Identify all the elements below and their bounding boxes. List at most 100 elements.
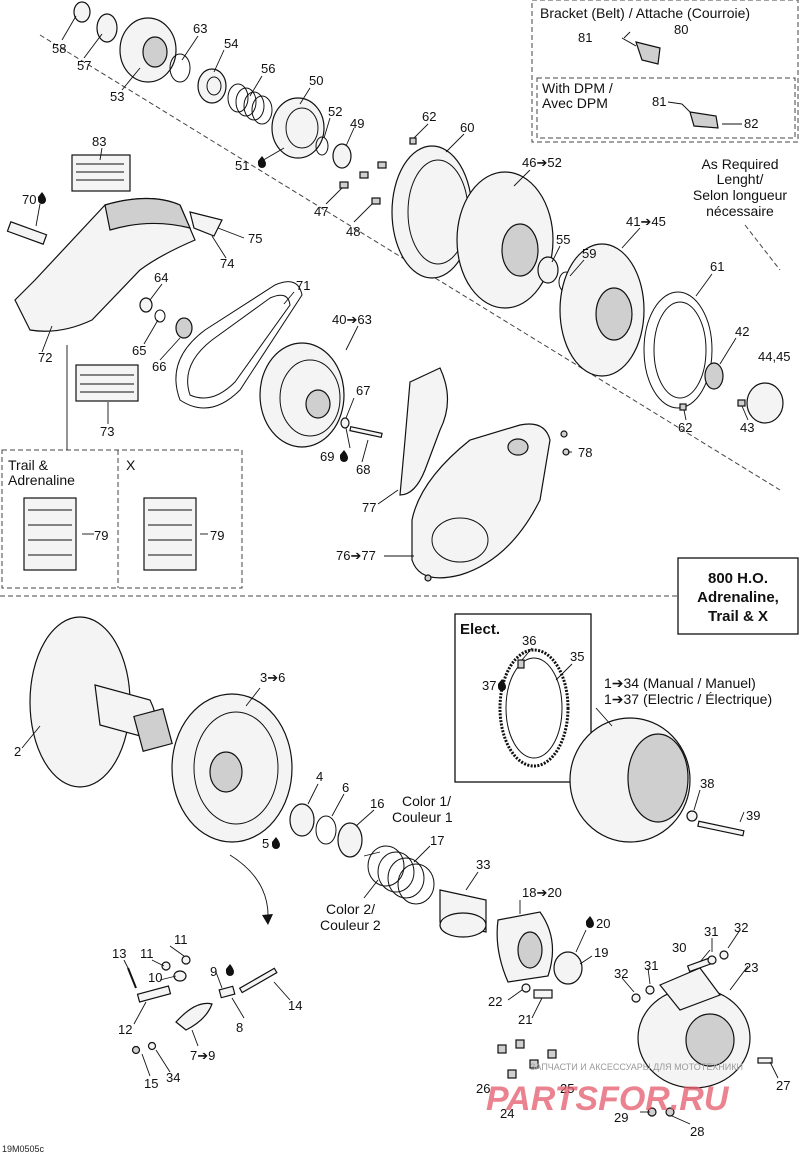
drop-icon: [38, 192, 46, 204]
washer-55: [537, 256, 559, 284]
as-required-3: Selon longueur: [693, 187, 788, 203]
lever-7-9: [175, 1002, 213, 1031]
screw-62b: [679, 403, 687, 411]
nut-31a: [707, 955, 717, 965]
callout-48: 48: [346, 224, 360, 239]
governor-parts: [127, 854, 278, 1055]
callout-20: 20: [596, 916, 610, 931]
callout-47: 47: [314, 204, 328, 219]
pulley-40-ring: [279, 359, 341, 437]
bracket-74: [189, 211, 223, 237]
curve-arrow-head: [262, 914, 273, 925]
washer-38: [686, 810, 698, 822]
decal-73: [75, 364, 139, 402]
callout-19: 19: [594, 945, 608, 960]
as-required-4: nécessaire: [706, 203, 774, 219]
bushing-54-inner: [206, 76, 222, 96]
ring-gear-35-inner: [505, 657, 563, 759]
callout-27: 27: [776, 1078, 790, 1093]
decal-79-trail: [23, 497, 77, 571]
arm-23: [659, 967, 721, 1011]
callout-62: 62: [422, 109, 436, 124]
callout-3-6: 3➔6: [260, 670, 285, 685]
spring-56: [227, 83, 273, 125]
callout-11a: 11: [140, 946, 154, 961]
callout-4: 4: [316, 769, 323, 784]
callout-59: 59: [582, 246, 596, 261]
washer-65: [154, 309, 166, 323]
color1-caption-2: Couleur 1: [392, 809, 453, 825]
callout-15: 15: [144, 1076, 158, 1091]
callout-65: 65: [132, 343, 146, 358]
callout-72: 72: [38, 350, 52, 365]
leader-lines: [21, 15, 779, 1125]
callout-43: 43: [740, 420, 754, 435]
as-required-1: As Required: [701, 156, 778, 172]
screws-47-48: [339, 161, 387, 205]
callout-16: 16: [370, 796, 384, 811]
lubricant-drop-icons: [38, 156, 594, 976]
document-code: 19M0505c: [2, 1144, 45, 1154]
as-required-2: Lenght/: [717, 171, 764, 187]
callout-44-45: 44,45: [758, 349, 791, 364]
bracket-parts: [621, 37, 719, 129]
callout-17: 17: [430, 833, 444, 848]
callout-51: 51: [235, 158, 249, 173]
model-caption-1: 800 H.O.: [708, 570, 768, 587]
bolt-14: [238, 967, 278, 994]
callout-53: 53: [110, 89, 124, 104]
bushing-19: [553, 951, 583, 985]
cover-50: [271, 97, 325, 159]
cover-76-77: [411, 423, 551, 579]
callout-5: 5: [262, 836, 269, 851]
callout-75: 75: [248, 231, 262, 246]
callout-82: 82: [744, 116, 758, 131]
pulley-40-hub: [305, 389, 331, 419]
manual-caption: 1➔34 (Manual / Manuel): [604, 675, 756, 691]
callout-57: 57: [77, 58, 91, 73]
callout-40-63: 40➔63: [332, 312, 372, 327]
dpm-caption-1: With DPM /: [542, 80, 613, 96]
dpm-bracket-82: [689, 111, 719, 129]
callout-49: 49: [350, 116, 364, 131]
cover-76-latch: [507, 438, 529, 456]
ring-gear-35: [498, 648, 570, 768]
callout-30: 30: [672, 940, 686, 955]
callout-28: 28: [690, 1124, 704, 1139]
callout-2: 2: [14, 744, 21, 759]
washer-66: [175, 317, 193, 339]
shaft-2-spline: [133, 707, 173, 753]
washer-11b: [181, 955, 191, 965]
callout-42: 42: [735, 324, 749, 339]
drop-icon: [272, 837, 280, 849]
callout-81: 81: [578, 30, 592, 45]
callout-55: 55: [556, 232, 570, 247]
bolt-21: [533, 989, 553, 999]
washer-32a: [719, 950, 729, 960]
callout-68: 68: [356, 462, 370, 477]
ring-61-inner: [653, 301, 707, 399]
callout-29: 29: [614, 1110, 628, 1125]
callout-66: 66: [152, 359, 166, 374]
callout-41-45: 41➔45: [626, 214, 666, 229]
callout-67: 67: [356, 383, 370, 398]
callout-52: 52: [328, 104, 342, 119]
decal-box: [1, 449, 243, 589]
ring-6: [315, 815, 337, 845]
callout-77: 77: [362, 500, 376, 515]
callout-80: 80: [674, 22, 688, 37]
ring-4: [289, 803, 315, 837]
callout-34: 34: [166, 1070, 180, 1085]
sheave-hub-46: [501, 223, 539, 277]
bushing-49: [332, 143, 352, 169]
callout-54: 54: [224, 36, 238, 51]
washer-64: [139, 297, 153, 313]
callout-31a: 31: [704, 924, 718, 939]
color1-caption-1: Color 1/: [402, 793, 451, 809]
callout-23: 23: [744, 960, 758, 975]
ring-52: [315, 136, 329, 156]
callout-14: 14: [288, 998, 302, 1013]
screw-76: [424, 574, 432, 582]
bushing-54: [197, 68, 227, 104]
